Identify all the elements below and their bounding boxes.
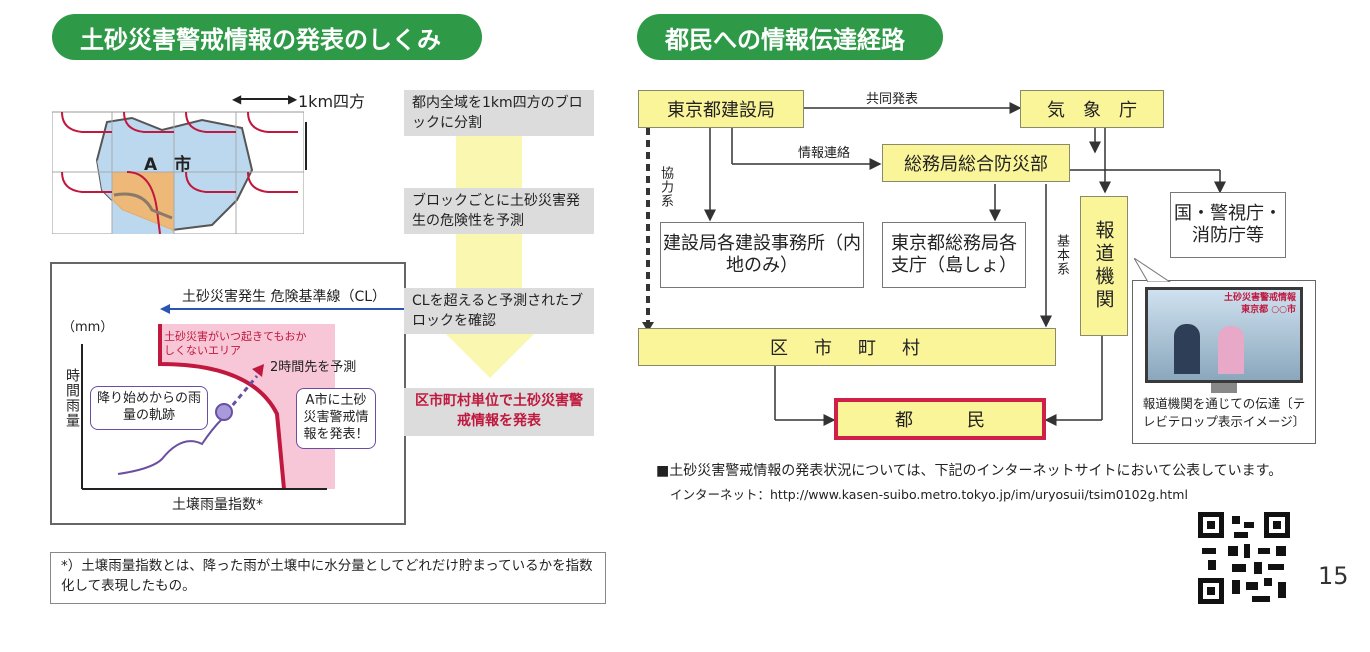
scale-label: 1km四方 (298, 92, 366, 111)
node-kishocho: 気 象 庁 (1020, 90, 1164, 128)
tv-screen: 土砂災害警戒情報 東京都 ○○市 (1145, 287, 1303, 383)
node-kushi: 区 市 町 村 (638, 328, 1056, 366)
anchor-female (1218, 326, 1244, 374)
edge-kihon: 基本系 (1054, 234, 1069, 276)
step-2: ブロックごとに土砂災害発生の危険性を予測 (404, 188, 594, 234)
edge-kyoryoku: 協力系 (658, 166, 673, 208)
page-number: 15 (1318, 562, 1349, 590)
block-map-svg (51, 111, 305, 235)
anchor-male (1174, 324, 1200, 374)
tv-line2: 東京都 ○○市 (1241, 304, 1296, 315)
tv-stand (1211, 383, 1237, 393)
x-axis-label: 土壌雨量指数* (172, 497, 263, 513)
node-shicho: 東京都総務局各支庁（島しょ） (882, 222, 1026, 288)
node-tomin: 都 民 (834, 398, 1046, 440)
cl-label: 土砂災害発生 危険基準線（CL） (182, 289, 387, 305)
notice-text: ■土砂災害警戒情報の発表状況については、下記のインターネットサイトにおいて公表し… (656, 463, 1283, 479)
trajectory-callout: 降り始めからの雨量の軌跡 (90, 386, 208, 430)
node-police: 国・警視庁・消防庁等 (1170, 192, 1286, 258)
y-unit: （mm） (62, 320, 114, 335)
edge-kyodo: 共同発表 (866, 92, 919, 107)
cl-graph-svg (81, 304, 404, 490)
node-somu: 総務局総合防災部 (882, 144, 1070, 182)
tv-callout-pointer (1134, 258, 1171, 282)
block-map: A 市 (51, 100, 305, 235)
left-section-title: 土砂災害警戒情報の発表のしくみ (52, 14, 482, 60)
node-hodo: 報道機関 (1080, 196, 1128, 336)
notice-url[interactable]: インターネット：http://www.kasen-suibo.metro.tok… (670, 487, 1188, 502)
scale-arrow-left-icon: ◀ (232, 92, 242, 106)
forecast-label: 2時間先を予測 (270, 360, 357, 375)
scale-arrow-right-icon: ▶ (288, 92, 298, 106)
city-label: A 市 (144, 155, 192, 175)
node-kensetsu: 東京都建設局 (638, 90, 804, 128)
node-jimusho: 建設局各建設事務所（内地のみ） (660, 222, 864, 288)
footnote: *）土壌雨量指数とは、降った雨が土壌中に水分量としてどれだけ貯まっているかを指数… (50, 552, 606, 604)
step-1: 都内全域を1km四方のブロックに分割 (404, 90, 594, 136)
right-section-title: 都民への情報伝達経路 (637, 14, 943, 60)
y-axis-label: 時間雨量 (64, 368, 80, 428)
step-3: CLを超えると予測されたブロックを確認 (404, 288, 594, 334)
tv-frame: 土砂災害警戒情報 東京都 ○○市 報道機関を通じての伝達〔テレビテロップ表示イメ… (1132, 280, 1316, 444)
warning-callout: A市に土砂災害警戒情報を発表！ (296, 388, 376, 449)
scale-arrow-v (305, 122, 307, 170)
scale-arrow-h (238, 98, 294, 100)
edge-renraku: 情報連絡 (798, 146, 851, 161)
danger-area-label: 土砂災害がいつ起きてもおかしくないエリア (164, 330, 307, 358)
tv-line1: 土砂災害警戒情報 (1223, 293, 1296, 303)
tv-caption: 報道機関を通じての伝達〔テレビテロップ表示イメージ〕 (1142, 396, 1306, 429)
route-connectors (642, 102, 1226, 426)
result-step: 区市町村単位で土砂災害警戒情報を発表 (404, 388, 594, 436)
graph-frame: 土砂災害発生 危険基準線（CL） （mm） 時間雨量 土砂災害がいつ起きてもおか… (50, 262, 406, 525)
qr-code-icon[interactable] (1198, 512, 1290, 604)
